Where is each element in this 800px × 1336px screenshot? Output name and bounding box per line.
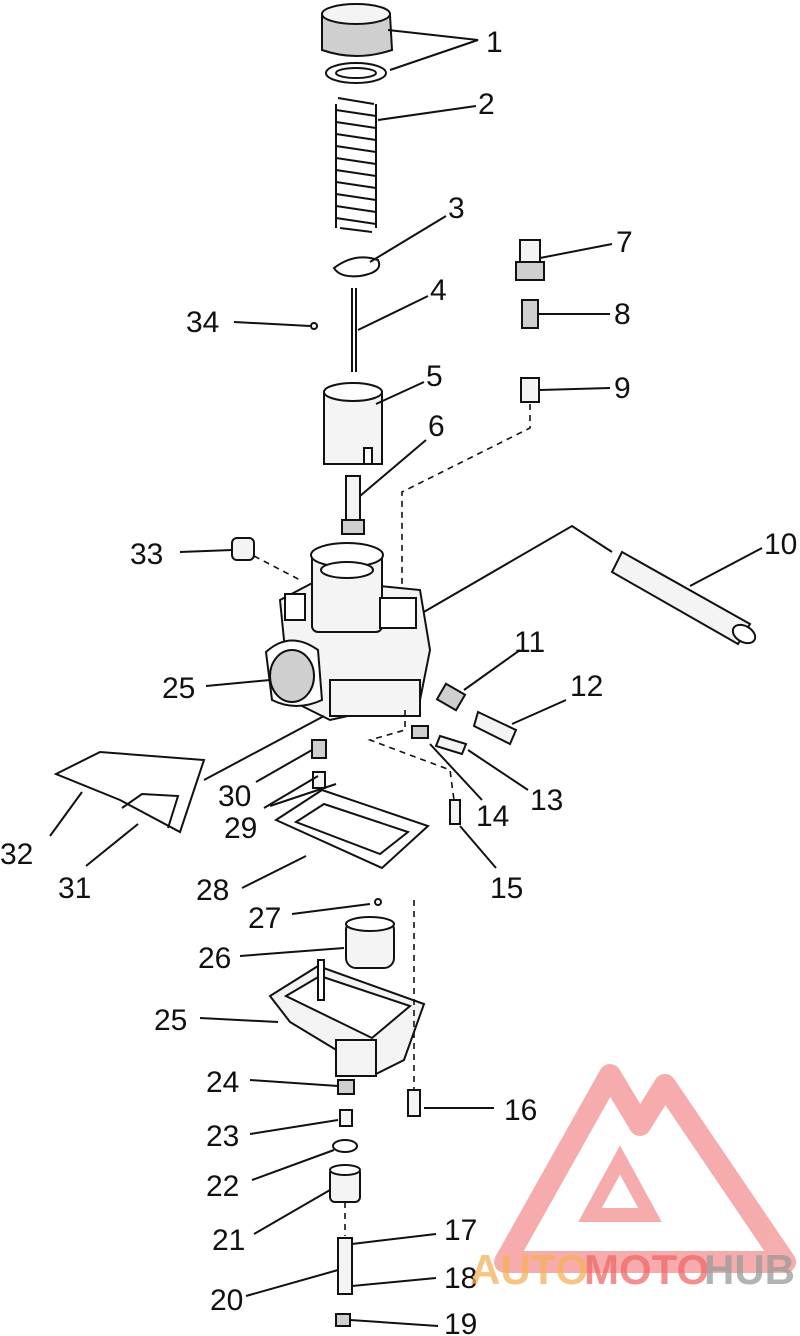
part-4-needle [351, 288, 357, 372]
part-6-needle-jet [341, 475, 365, 535]
label-2: 2 [478, 88, 495, 121]
label-6: 6 [428, 410, 445, 443]
part-26-float [345, 916, 395, 969]
label-5: 5 [426, 360, 443, 393]
label-8: 8 [614, 298, 631, 331]
part-14-screw [434, 734, 468, 756]
label-1: 1 [486, 26, 503, 59]
label-16: 16 [504, 1094, 537, 1127]
part-23-screw [339, 1109, 353, 1127]
label-23: 23 [206, 1120, 239, 1153]
part-15-jet [449, 799, 461, 825]
part-12-screw [472, 710, 518, 746]
label-27: 27 [248, 902, 281, 935]
part-8-spring [521, 299, 539, 329]
label-11: 11 [514, 626, 545, 659]
label-9: 9 [614, 372, 631, 405]
part-5-throttle-valve [323, 382, 383, 465]
label-31: 31 [58, 872, 91, 905]
label-21: 21 [212, 1224, 245, 1257]
label-3: 3 [448, 192, 465, 225]
label-12: 12 [570, 670, 603, 703]
part-13-spring [411, 725, 429, 739]
part-3-plate [332, 256, 381, 278]
part-10-tube [610, 550, 757, 646]
label-17: 17 [444, 1214, 477, 1247]
part-33-plug [231, 537, 255, 561]
part-32-plate [53, 750, 206, 834]
part-2-spring [335, 97, 377, 233]
label-26: 26 [198, 942, 231, 975]
part-27-pin [374, 898, 382, 906]
label-34: 34 [186, 306, 219, 339]
part-1-cap [321, 3, 394, 84]
watermark-text: AUTO MOTO HUB [470, 1246, 795, 1293]
leader-lines [49, 29, 763, 1327]
part-29-jet [312, 771, 326, 789]
watermark-logo [494, 1064, 796, 1273]
label-14: 14 [476, 800, 509, 833]
part-34-clip [310, 322, 318, 330]
part-30-jet [311, 739, 327, 759]
watermark-part2: MOTO [584, 1246, 709, 1293]
label-33: 33 [130, 538, 163, 571]
label-24: 24 [206, 1066, 239, 1099]
label-29: 29 [224, 812, 257, 845]
label-7: 7 [616, 226, 633, 259]
part-20-tube [337, 1237, 353, 1295]
part-19-cap [335, 1313, 351, 1327]
part-25-carburetor-body [264, 542, 432, 722]
part-22-washer [332, 1139, 358, 1153]
label-10: 10 [764, 528, 797, 561]
part-9-plunger [520, 377, 540, 403]
part-11-spring [435, 682, 467, 712]
label-22: 22 [206, 1170, 239, 1203]
label-15: 15 [490, 872, 523, 905]
part-21-plug [329, 1164, 361, 1203]
watermark-part3: HUB [704, 1246, 795, 1293]
label-28: 28 [196, 874, 229, 907]
label-13: 13 [530, 784, 563, 817]
label-30: 30 [218, 780, 251, 813]
label-25-top: 25 [162, 672, 195, 705]
part-16-screw [407, 1089, 421, 1117]
label-4: 4 [430, 274, 447, 307]
part-7-screw [515, 239, 545, 281]
watermark-part1: AUTO [470, 1246, 588, 1293]
label-25-bottom: 25 [154, 1004, 187, 1037]
part-25-float-bowl [268, 959, 426, 1077]
label-18: 18 [444, 1262, 477, 1295]
label-20: 20 [210, 1284, 243, 1317]
part-28-gasket [273, 788, 430, 870]
label-19: 19 [444, 1308, 477, 1336]
label-32: 32 [0, 838, 33, 871]
part-24-nut [337, 1079, 355, 1095]
